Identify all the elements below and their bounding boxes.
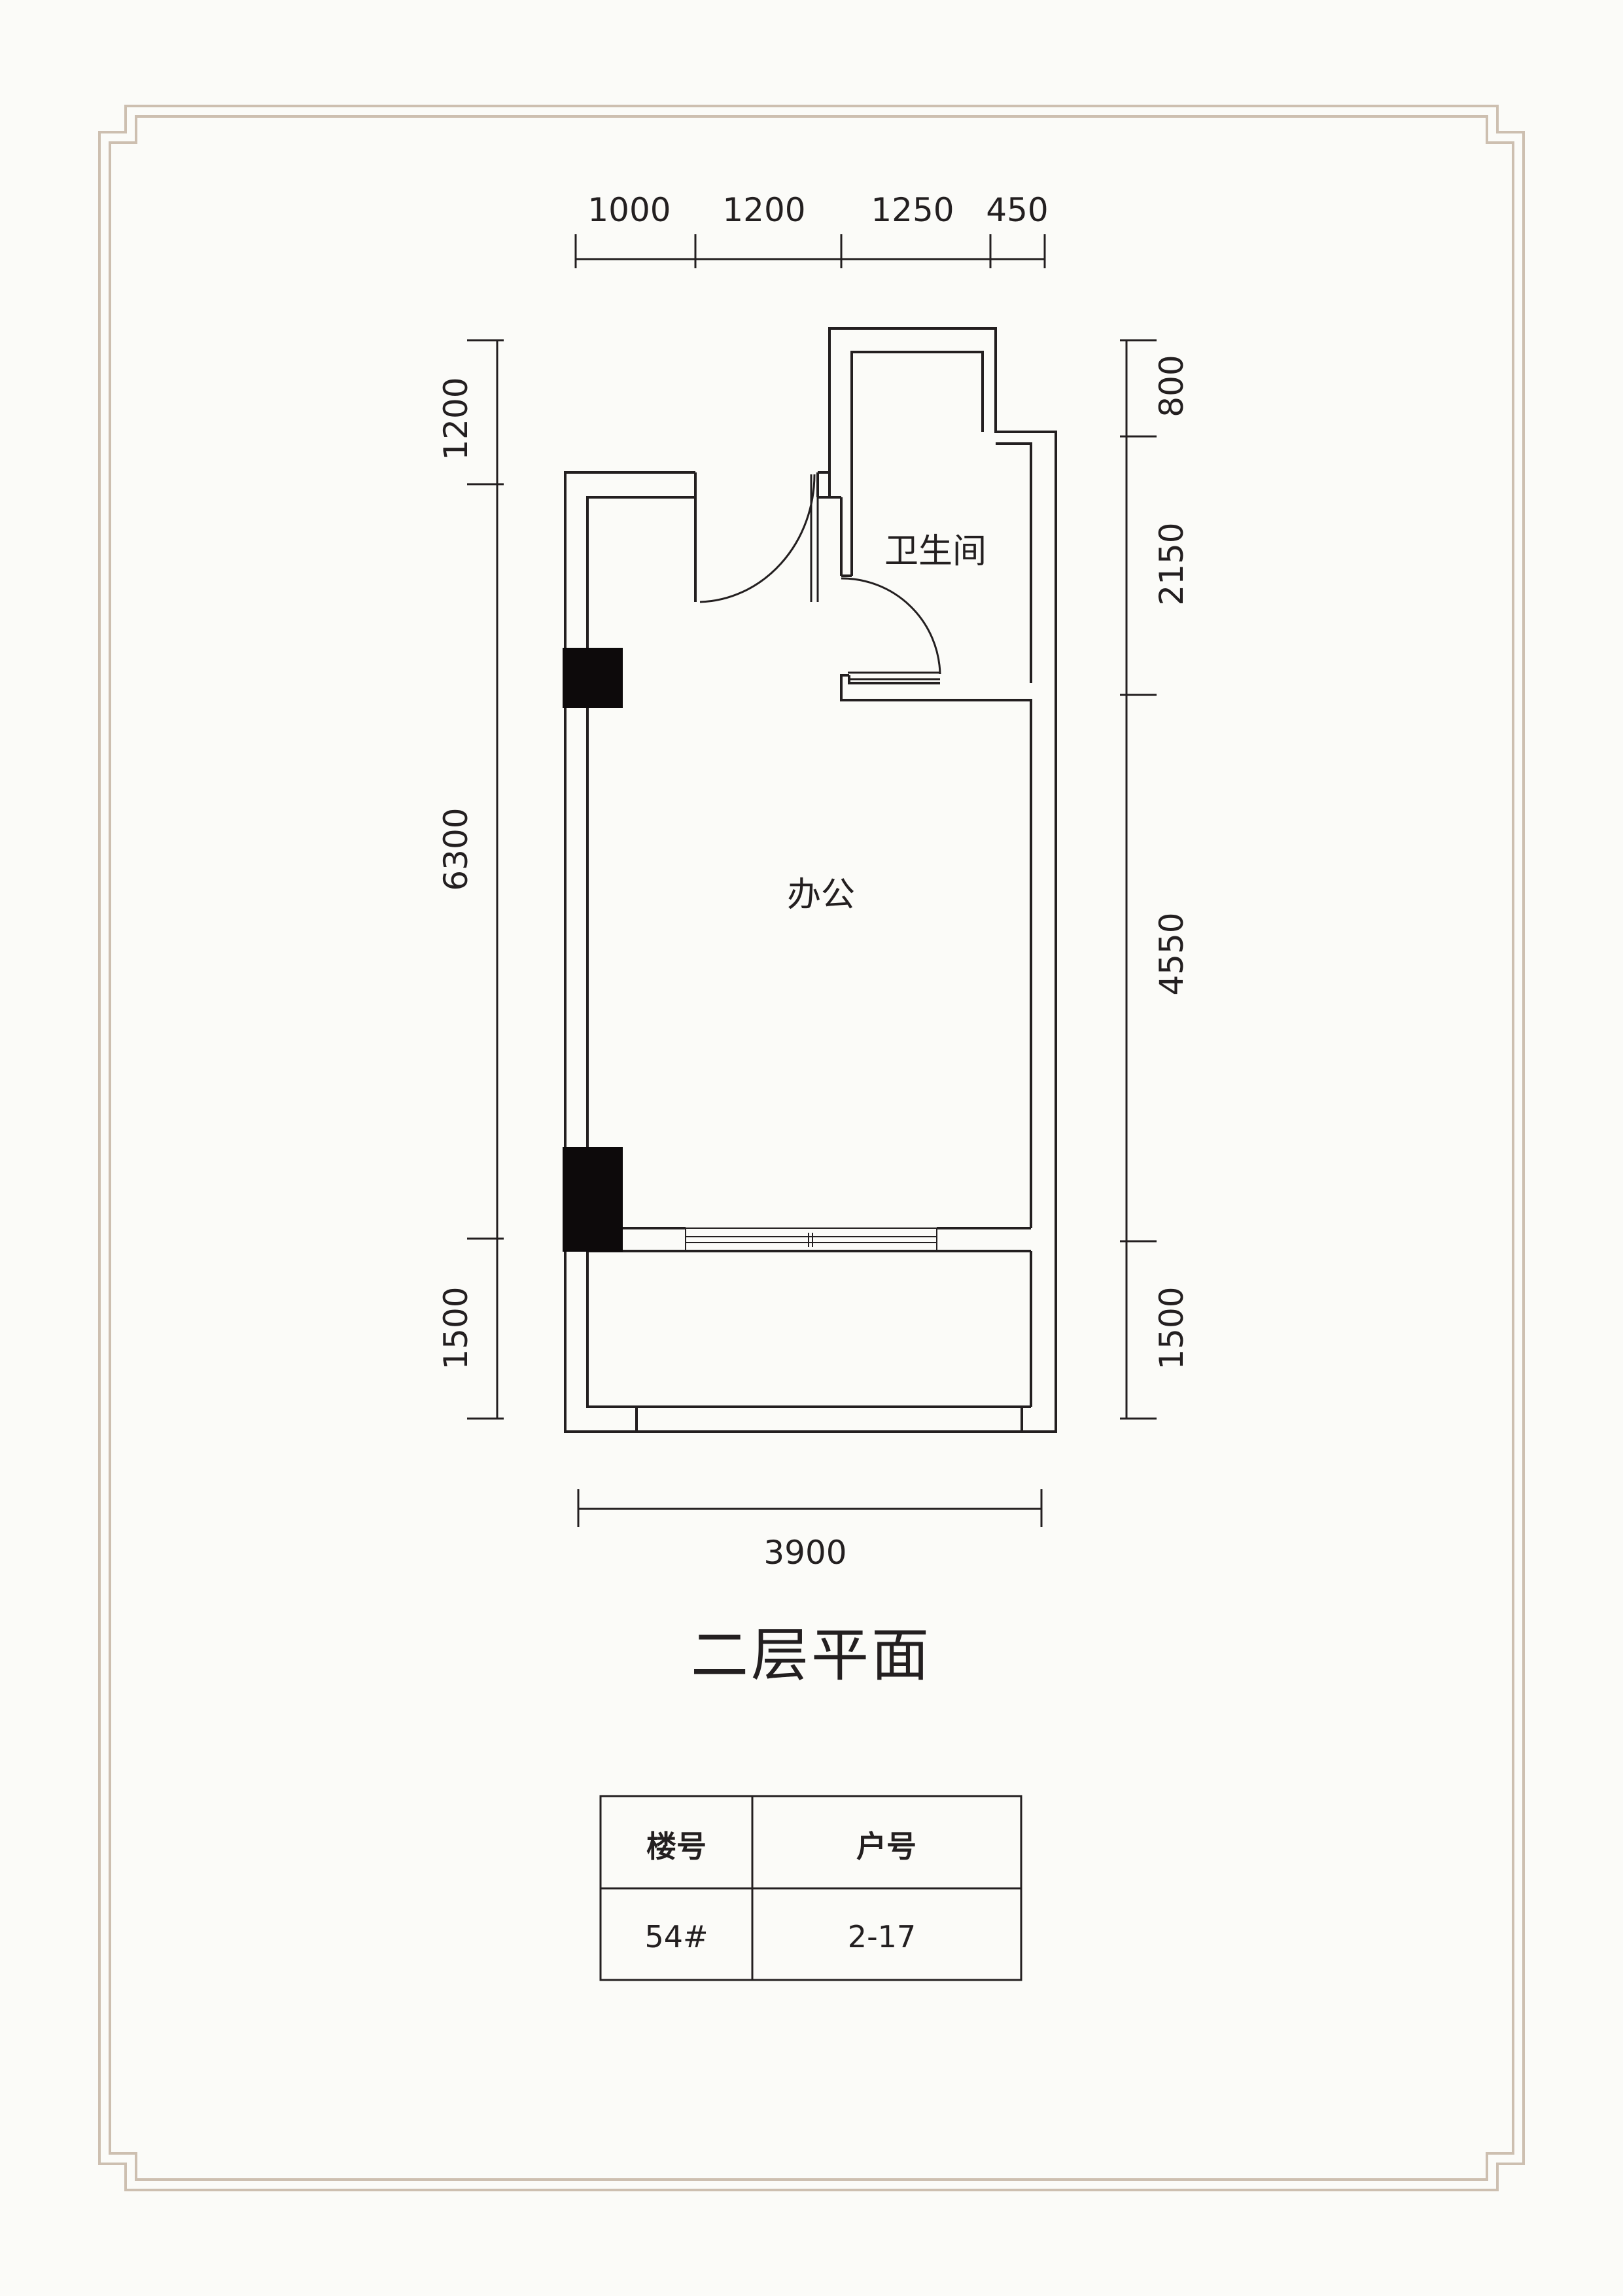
column-bottom (563, 1147, 623, 1252)
table-header-building: 楼号 (646, 1829, 707, 1864)
room-label-office: 办公 (787, 875, 855, 915)
dim-top-1: 1000 (587, 191, 671, 229)
plan-title: 二层平面 (691, 1621, 932, 1689)
table-cell-unit: 2-17 (848, 1919, 916, 1954)
dim-right-1: 800 (1153, 355, 1191, 417)
plan-walls (564, 327, 1057, 1433)
info-table (599, 1795, 1022, 1981)
dim-top-2: 1200 (722, 191, 805, 229)
top-dimension-line (574, 234, 1046, 268)
table-header-unit: 户号 (856, 1829, 916, 1864)
sliding-door (685, 1227, 937, 1252)
dim-top-3: 1250 (871, 191, 954, 229)
dim-top-4: 450 (986, 191, 1048, 229)
office-door (699, 474, 819, 603)
left-dimension-line (467, 339, 504, 1420)
table-cell-building: 54# (644, 1919, 708, 1954)
dim-right-3: 4550 (1153, 912, 1191, 995)
room-label-bathroom: 卫生间 (884, 532, 986, 571)
dim-left-1: 1200 (437, 377, 475, 460)
dim-bottom: 3900 (763, 1534, 846, 1572)
bottom-dimension-line (577, 1489, 1043, 1527)
right-dimension-line (1120, 339, 1157, 1420)
dim-right-4: 1500 (1153, 1286, 1191, 1369)
dim-right-2: 2150 (1153, 522, 1191, 605)
bathroom-door (841, 577, 941, 680)
decorative-frame (98, 105, 1525, 2191)
column-top (563, 648, 623, 708)
dim-left-2: 6300 (437, 807, 475, 891)
dim-left-3: 1500 (437, 1286, 475, 1369)
